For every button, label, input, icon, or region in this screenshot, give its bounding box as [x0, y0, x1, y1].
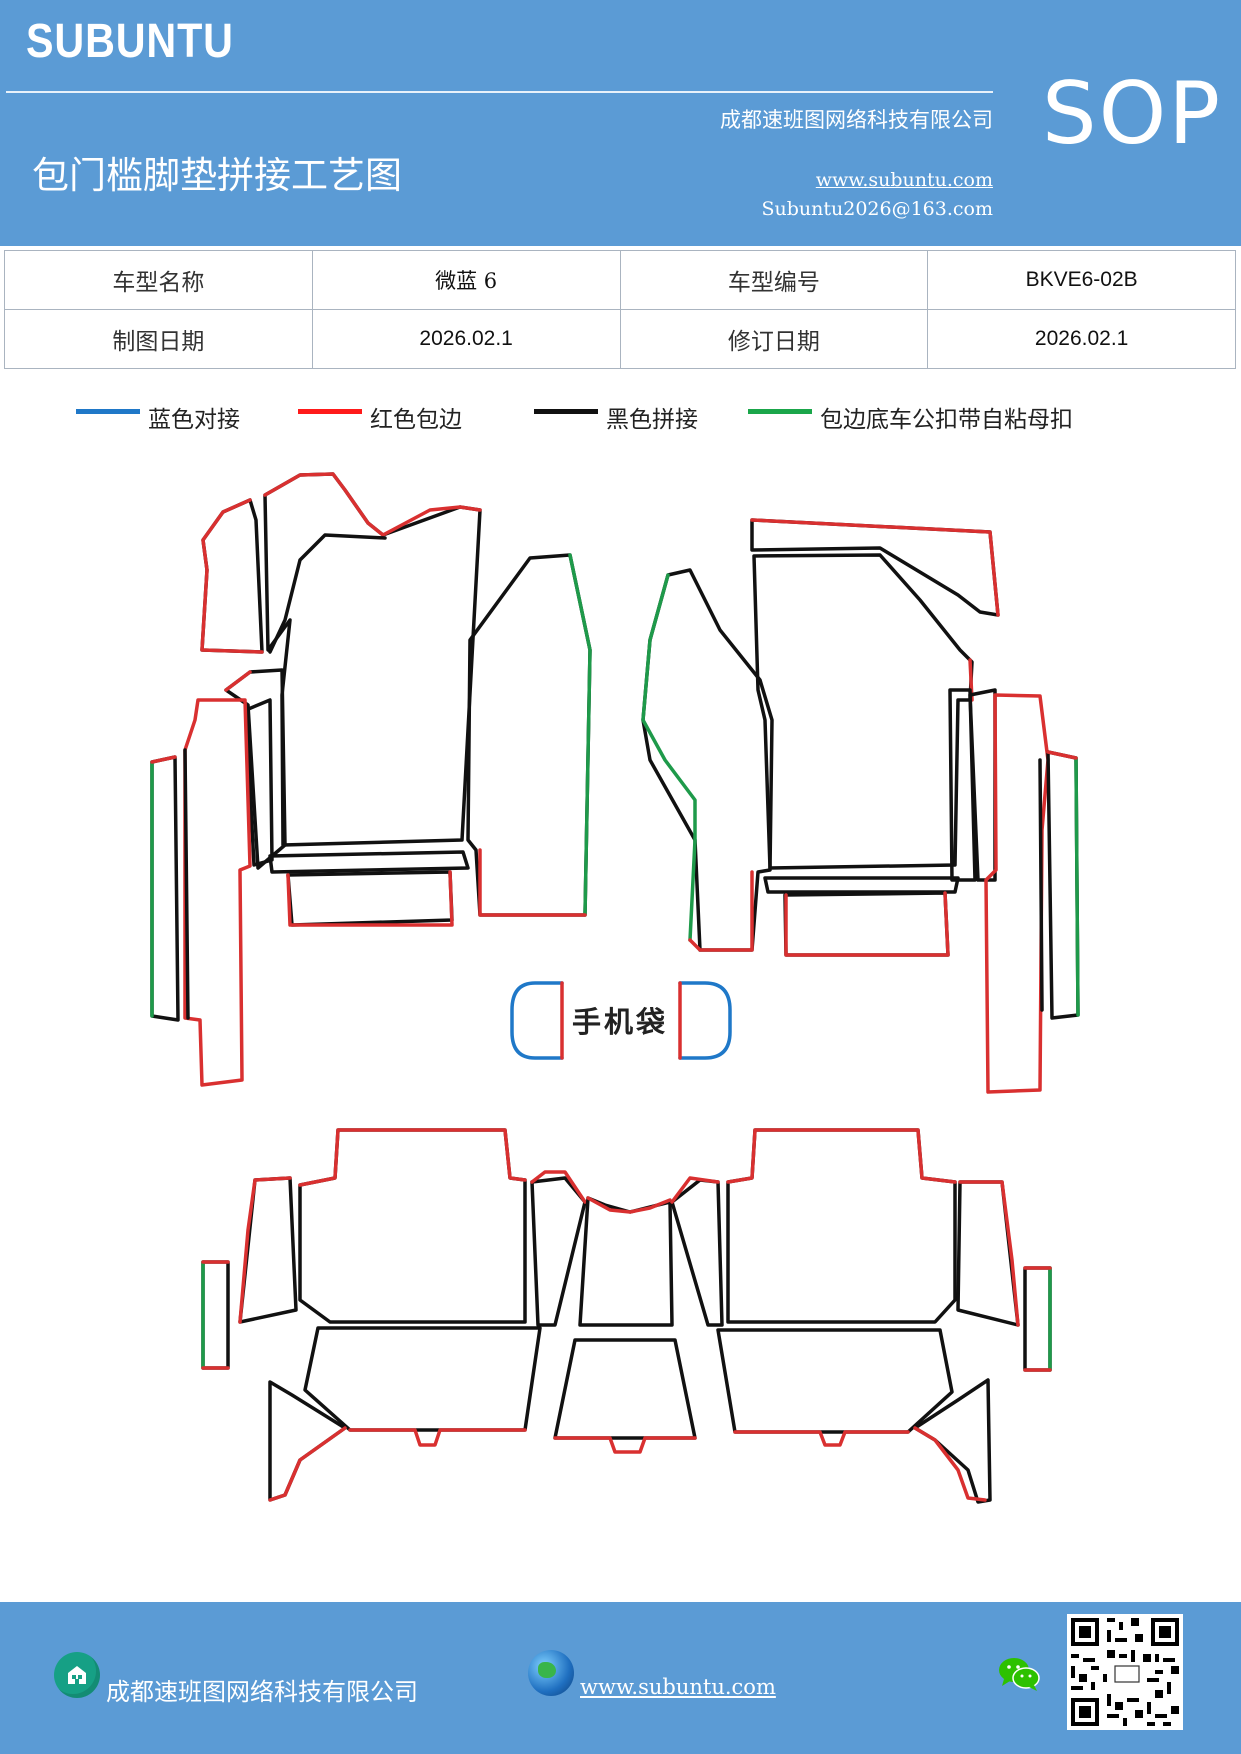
revision-date-value: 2026.02.1: [927, 309, 1236, 369]
qr-code: [1067, 1614, 1183, 1730]
model-name-value: 微蓝 6: [311, 250, 621, 310]
brand-logo: SUBUNTU: [26, 15, 234, 68]
legend-label: 包边底车公扣带自粘母扣: [820, 407, 1073, 433]
rear-mat-left: [201, 1128, 587, 1502]
wechat-icon[interactable]: [996, 1654, 1042, 1694]
model-code-label: 车型编号: [619, 250, 929, 310]
header-company: 成都速班图网络科技有限公司: [720, 108, 993, 132]
legend-item-blue: 蓝色对接: [76, 400, 240, 434]
sop-badge: SOP: [1042, 64, 1223, 164]
legend-swatch-green: [748, 408, 812, 414]
building-icon: [54, 1652, 100, 1698]
globe-icon: [528, 1650, 574, 1696]
legend-swatch-blue: [76, 408, 140, 414]
right-front-mat: [641, 518, 1080, 1094]
legend-label: 蓝色对接: [148, 407, 240, 433]
rear-mat-right: [670, 1128, 1052, 1504]
legend-item-green: 包边底车公扣带自粘母扣: [748, 400, 1073, 434]
header-banner: SUBUNTU 成都速班图网络科技有限公司 包门槛脚垫拼接工艺图 www.sub…: [0, 0, 1241, 246]
legend-label: 红色包边: [370, 407, 462, 433]
color-legend: 蓝色对接 红色包边 黑色拼接 包边底车公扣带自粘母扣: [0, 400, 1241, 440]
model-code-value: BKVE6-02B: [927, 250, 1236, 310]
page-title: 包门槛脚垫拼接工艺图: [32, 154, 402, 197]
header-email[interactable]: Subuntu2026@163.com: [761, 198, 993, 220]
header-divider: [6, 91, 993, 93]
left-front-mat: [150, 472, 592, 1087]
mat-splicing-diagram: 手机袋: [150, 472, 1080, 1504]
phone-bag-label: 手机袋: [572, 1005, 668, 1039]
model-name-label: 车型名称: [4, 250, 313, 310]
footer-website-link[interactable]: www.subuntu.com: [580, 1675, 776, 1699]
revision-date-label: 修订日期: [619, 309, 929, 369]
legend-swatch-red: [298, 408, 362, 414]
footer-banner: 成都速班图网络科技有限公司 www.subuntu.com: [0, 1602, 1241, 1754]
draw-date-label: 制图日期: [4, 309, 313, 369]
vehicle-info-table: 车型名称 微蓝 6 车型编号 BKVE6-02B 制图日期 2026.02.1 …: [4, 250, 1236, 369]
draw-date-value: 2026.02.1: [311, 309, 621, 369]
legend-item-black: 黑色拼接: [534, 400, 698, 434]
legend-item-red: 红色包边: [298, 400, 462, 434]
legend-label: 黑色拼接: [606, 407, 698, 433]
table-row: 制图日期 2026.02.1 修订日期 2026.02.1: [4, 309, 1236, 369]
footer-company: 成都速班图网络科技有限公司: [106, 1678, 418, 1706]
legend-swatch-black: [534, 408, 598, 414]
phone-bag: 手机袋: [510, 981, 732, 1060]
header-website-link[interactable]: www.subuntu.com: [815, 169, 993, 191]
rear-mat-center: [553, 1196, 697, 1454]
table-row: 车型名称 微蓝 6 车型编号 BKVE6-02B: [4, 250, 1236, 310]
